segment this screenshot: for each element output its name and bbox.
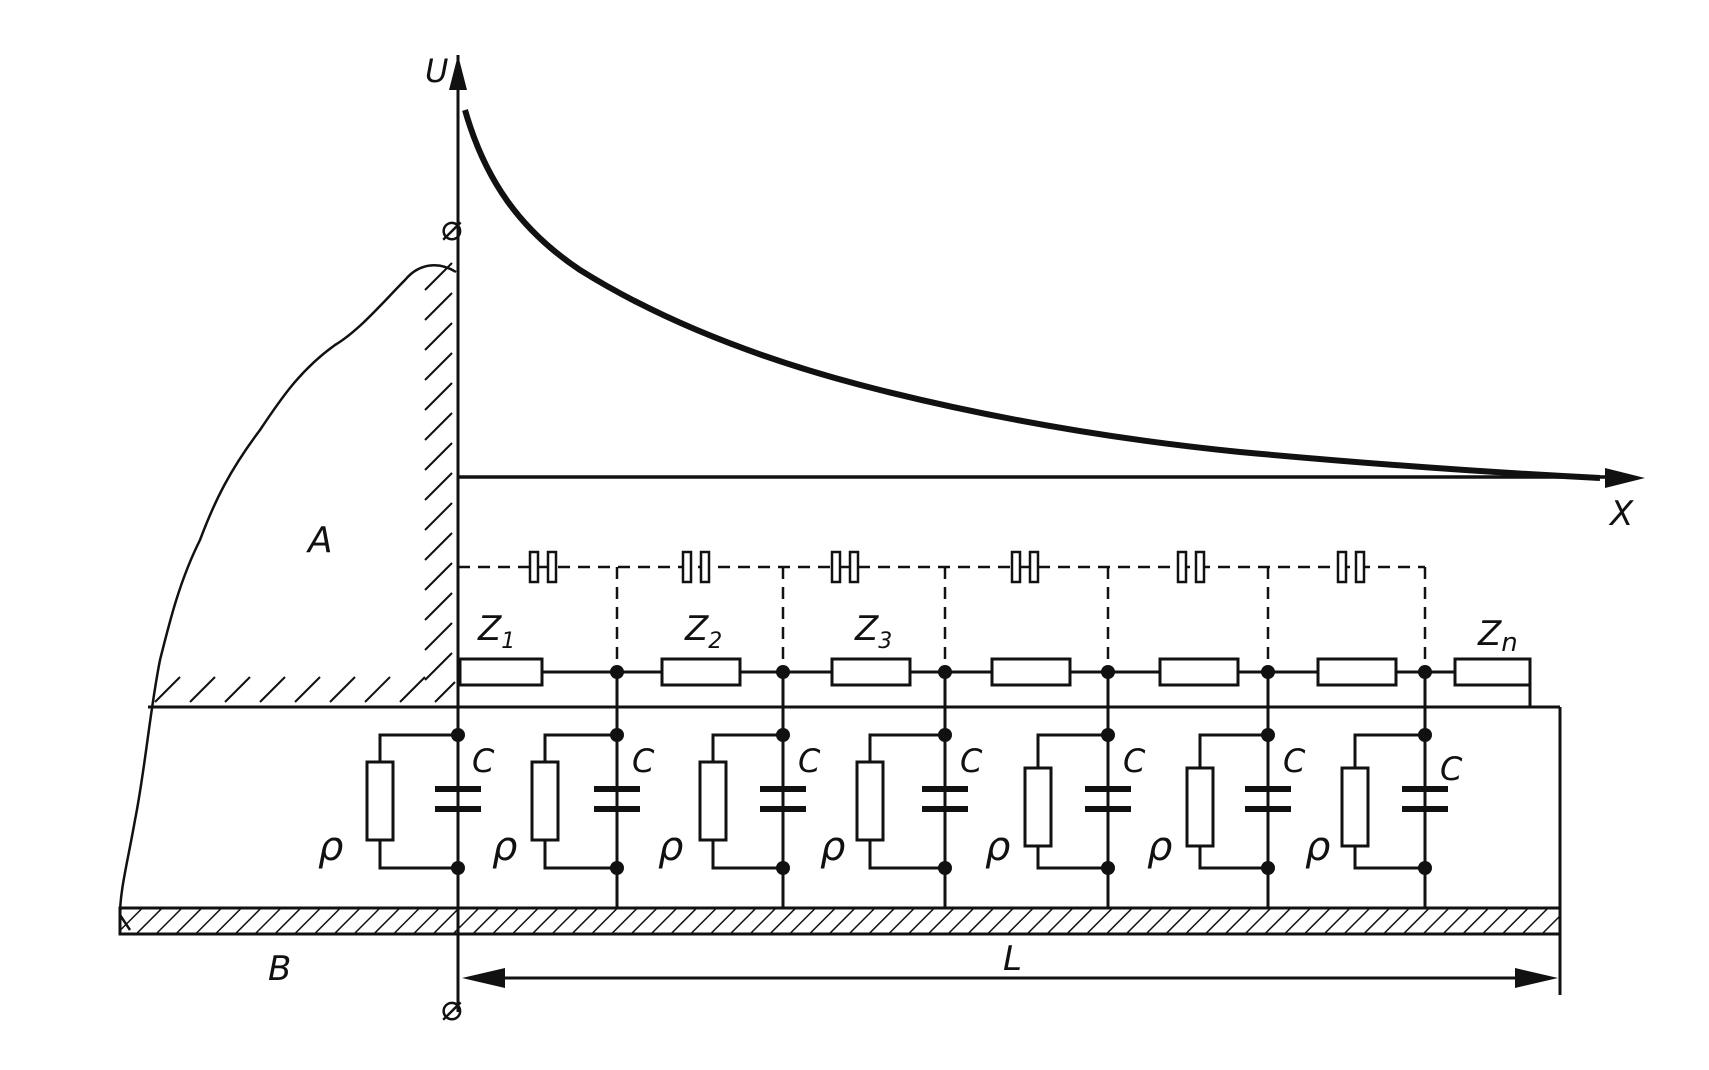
x-axis-arrowhead xyxy=(1605,468,1645,488)
parasitic-capacitors xyxy=(528,550,1366,584)
shunt-section-1 xyxy=(365,733,481,870)
rho-label: ρ xyxy=(1147,824,1172,870)
length-label: L xyxy=(1003,939,1022,979)
region-b-label: B xyxy=(268,949,291,989)
impedance-labels: Z1 Z2 Z3 Zn xyxy=(477,609,1518,658)
zn-label: Zn xyxy=(1477,614,1518,658)
c-label: C xyxy=(1440,750,1463,788)
shunt-section-4 xyxy=(855,733,968,870)
rho-label: ρ xyxy=(820,824,845,870)
z1-label: Z1 xyxy=(477,609,515,654)
junction-dots xyxy=(451,665,1432,875)
bottom-terminal-symbol: ⌀ xyxy=(441,988,463,1029)
u-axis-arrowhead xyxy=(449,55,467,90)
c-label: C xyxy=(472,742,495,780)
series-impedance-resistors xyxy=(458,657,1532,687)
length-dimension xyxy=(470,935,1562,995)
shunt-section-3 xyxy=(698,733,806,870)
ground-sheath xyxy=(118,906,1562,936)
length-arrow-left xyxy=(462,968,505,988)
shunt-section-2 xyxy=(530,733,640,870)
rho-label: ρ xyxy=(318,824,343,870)
rho-label: ρ xyxy=(985,824,1010,870)
c-label: C xyxy=(1123,742,1146,780)
region-a-wall-hatching xyxy=(424,262,453,681)
shunt-section-5 xyxy=(1023,733,1131,870)
shunt-section-7 xyxy=(1340,733,1448,870)
shunt-section-6 xyxy=(1185,733,1291,870)
region-a-label: A xyxy=(306,520,333,561)
rho-label: ρ xyxy=(658,824,683,870)
u-axis-label: U xyxy=(425,52,448,90)
potential-decay-curve xyxy=(462,109,1601,481)
z2-label: Z2 xyxy=(684,609,722,654)
x-axis-label: X xyxy=(1608,494,1634,534)
length-arrow-right xyxy=(1515,968,1558,988)
rho-label: ρ xyxy=(492,824,517,870)
c-label: C xyxy=(1283,742,1306,780)
region-a-outline xyxy=(118,264,457,931)
c-label: C xyxy=(798,742,821,780)
z3-label: Z3 xyxy=(854,609,892,654)
c-label: C xyxy=(960,742,983,780)
rho-label: ρ xyxy=(1305,824,1330,870)
resistance-labels: ρ ρ ρ ρ ρ ρ ρ xyxy=(318,824,1330,870)
c-label: C xyxy=(632,742,655,780)
top-terminal-symbol: ⌀ xyxy=(441,208,463,249)
parasitic-coupling-network xyxy=(458,565,1427,672)
cable-body xyxy=(148,705,1562,935)
capacitance-labels: C C C C C C C xyxy=(472,742,1463,788)
region-a-floor-hatching xyxy=(154,676,456,703)
